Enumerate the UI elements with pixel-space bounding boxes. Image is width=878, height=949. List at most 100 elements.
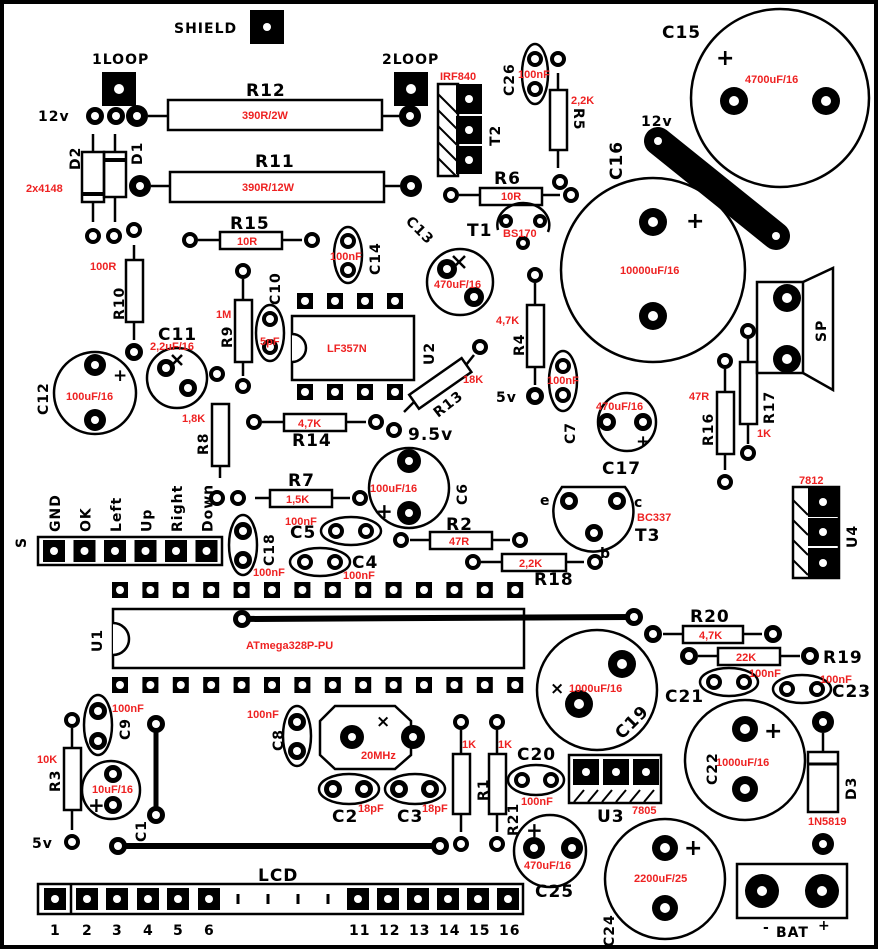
transistor-t2[interactable]	[436, 82, 482, 178]
capacitor-c24[interactable]: +	[603, 817, 727, 941]
u1-pin-top-10[interactable]	[385, 582, 402, 598]
resistor-r20[interactable]	[644, 624, 782, 645]
resistor-r13[interactable]	[403, 339, 488, 413]
lcd-pin-1[interactable]	[44, 888, 66, 910]
resistor-r9[interactable]	[233, 263, 254, 394]
u2-pin-4[interactable]	[387, 293, 403, 309]
capacitor-c5[interactable]	[319, 515, 383, 547]
transistor-t3[interactable]	[552, 485, 635, 553]
u1-pin-top-12[interactable]	[446, 582, 463, 598]
u1-pin-bottom-13[interactable]	[476, 677, 493, 693]
capacitor-c25[interactable]: +	[512, 813, 588, 889]
lcd-pin-16[interactable]	[497, 888, 519, 910]
u1-pin-bottom-1[interactable]	[112, 677, 128, 693]
ic-u2[interactable]	[290, 293, 416, 400]
u1-pin-bottom-6[interactable]	[264, 677, 280, 693]
capacitor-c6[interactable]: +	[367, 446, 451, 530]
transistor-t1[interactable]	[496, 201, 551, 250]
capacitor-c26[interactable]	[520, 42, 566, 106]
resistor-r19[interactable]	[680, 646, 819, 667]
resistor-r14[interactable]	[246, 412, 384, 433]
lcd-pin-14[interactable]	[437, 888, 459, 910]
lcd-pin-6[interactable]	[198, 888, 220, 910]
resistor-r1[interactable]	[451, 714, 472, 832]
button-header-pin-gnd[interactable]	[43, 540, 65, 562]
u1-pin-top-5[interactable]	[233, 582, 250, 598]
resistor-r6[interactable]	[443, 174, 579, 207]
u2-pin-6[interactable]	[357, 384, 373, 400]
diode-d1[interactable]	[102, 134, 128, 222]
u1-pin-top-7[interactable]	[294, 582, 311, 598]
button-header-pin-down[interactable]	[195, 540, 218, 562]
capacitor-c14[interactable]	[332, 225, 364, 285]
button-header-pin-left[interactable]	[104, 540, 126, 562]
resistor-r11[interactable]	[129, 170, 422, 204]
capacitor-c17[interactable]: +	[596, 391, 658, 453]
u1-pin-top-8[interactable]	[324, 582, 341, 598]
lcd-pin-5[interactable]	[167, 888, 189, 910]
capacitor-c12[interactable]: +	[52, 350, 138, 436]
diode-d3[interactable]	[806, 711, 840, 855]
capacitor-c1[interactable]: +	[80, 759, 142, 821]
button-header-pin-up[interactable]	[134, 540, 157, 562]
battery-connector[interactable]	[735, 862, 849, 920]
u1-pin-top-11[interactable]	[416, 582, 432, 598]
u1-pin-bottom-2[interactable]	[142, 677, 159, 693]
u1-pin-bottom-8[interactable]	[324, 677, 341, 693]
u2-pin-7[interactable]	[327, 384, 343, 400]
capacitor-c10[interactable]	[254, 303, 286, 363]
u1-pin-bottom-4[interactable]	[203, 677, 220, 693]
u2-pin-2[interactable]	[327, 293, 343, 309]
u1-pin-bottom-9[interactable]	[355, 677, 372, 693]
regulator-u4[interactable]	[791, 485, 841, 580]
button-header-pin-ok[interactable]	[73, 540, 96, 562]
capacitor-c16[interactable]: +	[559, 176, 747, 364]
capacitor-c21[interactable]	[698, 666, 760, 698]
u1-pin-bottom-5[interactable]	[233, 677, 250, 693]
resistor-r8[interactable]	[210, 402, 231, 478]
lcd-pin-4[interactable]	[137, 888, 159, 910]
resistor-r18[interactable]	[465, 552, 603, 573]
lcd-pin-11[interactable]	[347, 888, 369, 910]
u1-pin-bottom-12[interactable]	[446, 677, 463, 693]
u1-pin-top-14[interactable]	[507, 582, 524, 598]
capacitor-c19[interactable]: ×	[535, 628, 659, 752]
mcu-u1[interactable]	[111, 582, 526, 693]
u2-pin-5[interactable]	[387, 384, 403, 400]
capacitor-c7[interactable]	[547, 349, 579, 413]
resistor-r10[interactable]	[124, 245, 145, 361]
capacitor-c18[interactable]	[227, 513, 259, 577]
capacitor-c9[interactable]	[82, 693, 114, 757]
capacitor-c8[interactable]	[281, 704, 313, 768]
resistor-r4[interactable]	[525, 267, 546, 405]
u2-pin-3[interactable]	[357, 293, 373, 309]
resistor-r16[interactable]	[715, 353, 736, 490]
resistor-r7[interactable]	[209, 488, 368, 509]
lcd-pin-13[interactable]	[407, 888, 429, 910]
resistor-r12[interactable]	[148, 98, 400, 132]
u1-pin-top-2[interactable]	[142, 582, 159, 598]
resistor-r21[interactable]	[487, 714, 508, 852]
capacitor-c2[interactable]	[317, 772, 381, 806]
u1-pin-bottom-3[interactable]	[172, 677, 189, 693]
u1-pin-bottom-10[interactable]	[385, 677, 402, 693]
u1-pin-top-4[interactable]	[203, 582, 220, 598]
u1-pin-bottom-14[interactable]	[507, 677, 524, 693]
resistor-r15[interactable]	[182, 230, 320, 251]
capacitor-c22[interactable]: +	[683, 698, 807, 822]
capacitor-c11[interactable]	[145, 346, 209, 410]
u2-pin-1[interactable]	[297, 293, 313, 309]
u1-pin-top-13[interactable]	[476, 582, 493, 598]
capacitor-c15[interactable]: +	[689, 7, 871, 189]
resistor-r3[interactable]	[62, 712, 83, 850]
lcd-pin-2[interactable]	[76, 888, 98, 910]
u1-pin-top-3[interactable]	[172, 582, 189, 598]
resistor-r5[interactable]	[548, 73, 569, 168]
capacitor-c13[interactable]	[425, 247, 495, 317]
lcd-pin-15[interactable]	[467, 888, 489, 910]
u1-pin-top-9[interactable]	[355, 582, 372, 598]
resistor-r2[interactable]	[410, 530, 528, 551]
u2-pin-8[interactable]	[297, 384, 313, 400]
u1-pin-top-6[interactable]	[264, 582, 280, 598]
lcd-pin-3[interactable]	[106, 888, 128, 910]
